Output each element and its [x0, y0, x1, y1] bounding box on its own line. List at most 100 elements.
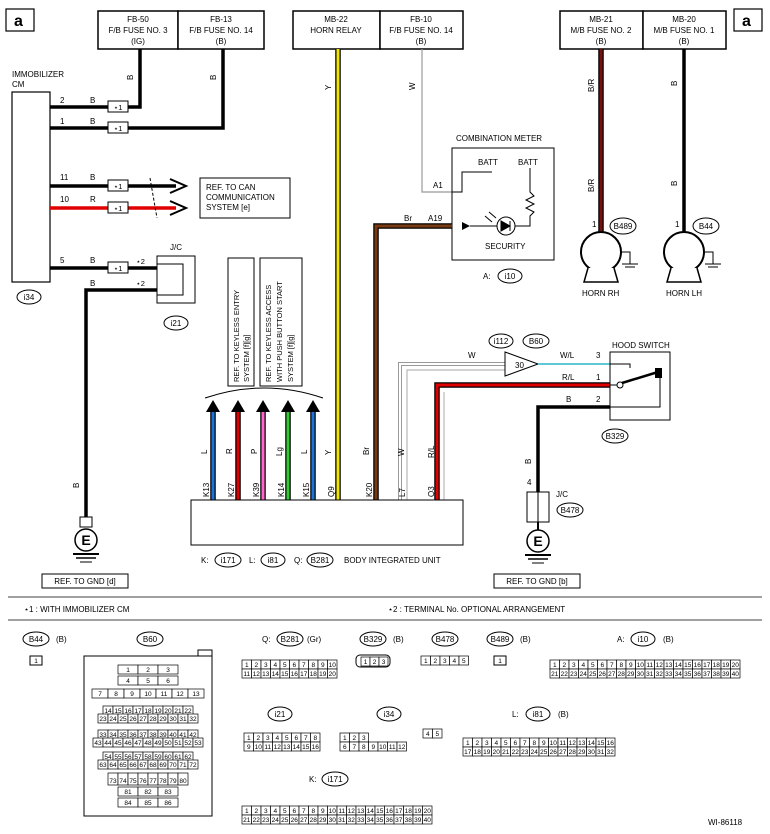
- pin-number: 29: [159, 716, 167, 723]
- pin-number: 19: [414, 808, 422, 815]
- svg-text:K39: K39: [252, 482, 261, 497]
- keyless-access-ref: REF. TO KEYLESS ACCESS WITH PUSH BUTTON …: [259, 257, 303, 387]
- pin-number: 66: [129, 762, 137, 769]
- pin-number: 15: [281, 671, 289, 678]
- pin-cell: [187, 688, 205, 699]
- svg-text:i112: i112: [494, 337, 509, 346]
- pin-number: 65: [119, 762, 127, 769]
- pin-number: 3: [362, 735, 366, 742]
- pin-number: 32: [189, 716, 197, 723]
- pin-number: 2: [146, 667, 150, 674]
- svg-text:Q9: Q9: [327, 486, 336, 497]
- pin-number: 4: [273, 662, 277, 669]
- pin-number: 32: [607, 749, 615, 756]
- pin-number: 10: [255, 744, 263, 751]
- pin-number: 8: [532, 740, 536, 747]
- pin-number: 70: [169, 762, 177, 769]
- wire-yellow-horn-relay: Y Y: [324, 49, 341, 500]
- svg-text:1: 1: [498, 658, 502, 665]
- pin-number: 37: [703, 671, 711, 678]
- pin-number: 49: [154, 740, 162, 747]
- svg-text:⋆1: ⋆1: [114, 204, 123, 213]
- pin-number: 11: [646, 662, 653, 669]
- immobilizer-title: IMMOBILIZER: [12, 70, 64, 79]
- pin-number: 8: [114, 691, 118, 698]
- pin-number: 74: [119, 778, 127, 785]
- pin-number: 29: [627, 671, 635, 678]
- svg-text:L: L: [300, 449, 309, 454]
- ground-b: E REF. TO GND [b]: [493, 529, 581, 589]
- pin-number: 12: [274, 744, 282, 751]
- svg-text:i10: i10: [638, 635, 649, 644]
- pin-number: 33: [665, 671, 673, 678]
- pin-number: 20: [732, 662, 740, 669]
- svg-text:(B): (B): [416, 37, 427, 46]
- pin-number: 7: [304, 735, 308, 742]
- pin-number: 8: [619, 662, 623, 669]
- svg-text:⋆1: ⋆1: [114, 182, 123, 191]
- pin-number: 8: [311, 808, 315, 815]
- immobilizer-cm-box: [11, 91, 51, 283]
- pin-number: 38: [405, 817, 413, 824]
- pin-number: 20: [424, 808, 432, 815]
- svg-text:B: B: [90, 256, 95, 265]
- legend-b489: B489 (B) 1: [486, 631, 531, 666]
- pin-number: 14: [272, 671, 280, 678]
- pin-number: 7: [352, 744, 356, 751]
- svg-text:(B): (B): [558, 710, 569, 719]
- pin-number: 26: [550, 749, 558, 756]
- pin-number: 5: [285, 735, 289, 742]
- svg-text:⋆1: ⋆1: [114, 124, 123, 133]
- pin-number: 11: [161, 691, 168, 698]
- combination-meter: COMBINATION METER BATT BATT SECURITY A: …: [451, 134, 555, 284]
- pin-number: 2: [562, 662, 566, 669]
- svg-text:Lg: Lg: [275, 447, 284, 456]
- pin-number: 26: [129, 716, 137, 723]
- pin-number: 30: [637, 671, 645, 678]
- pin-number: 1: [553, 662, 557, 669]
- pin-cell: [187, 713, 199, 724]
- corner-box-right: [733, 8, 763, 32]
- svg-text:R: R: [225, 448, 234, 454]
- pin-cell: [432, 728, 443, 739]
- svg-text:1: 1: [675, 220, 680, 229]
- svg-text:Q:: Q:: [294, 556, 302, 565]
- pin-number: 36: [129, 732, 137, 739]
- pin-number: 26: [291, 817, 299, 824]
- pin-number: 1: [245, 662, 249, 669]
- ground-symbol: E: [533, 533, 542, 549]
- pin-number: 6: [166, 678, 170, 685]
- pin-number: 15: [302, 744, 310, 751]
- pin-number: 83: [164, 789, 172, 796]
- pin-number: 19: [483, 749, 491, 756]
- pin-number: 40: [424, 817, 432, 824]
- svg-text:SYSTEM [e]: SYSTEM [e]: [206, 203, 250, 212]
- pin-number: 71: [179, 762, 187, 769]
- svg-text:B478: B478: [436, 635, 455, 644]
- svg-text:REF. TO KEYLESS ENTRY: REF. TO KEYLESS ENTRY: [232, 290, 241, 382]
- pin-number: 32: [348, 817, 356, 824]
- wire-k13-blue: L: [200, 400, 220, 500]
- pin-number: 13: [578, 740, 586, 747]
- svg-text:5: 5: [60, 256, 65, 265]
- svg-text:MB-20: MB-20: [672, 15, 696, 24]
- fuse-box-mb20: MB-20 M/B FUSE NO. 1 (B): [642, 10, 727, 50]
- pin-number: 2: [254, 808, 258, 815]
- hood-switch: HOOD SWITCH B329: [601, 341, 671, 444]
- pin-number: 31: [646, 671, 654, 678]
- svg-text:11: 11: [60, 173, 69, 182]
- svg-text:(B): (B): [596, 37, 607, 46]
- pin-number: 27: [300, 817, 308, 824]
- svg-text:B: B: [90, 117, 95, 126]
- svg-text:FB-13: FB-13: [210, 15, 232, 24]
- svg-text:B44: B44: [699, 222, 714, 231]
- pin-number: 10: [550, 740, 558, 747]
- keyless-bracket: [204, 387, 324, 399]
- corner-label-right: a: [742, 13, 751, 30]
- pin-number: 57: [134, 754, 142, 761]
- pin-number: 28: [149, 716, 157, 723]
- pin-number: 23: [521, 749, 529, 756]
- pin-number: 24: [531, 749, 539, 756]
